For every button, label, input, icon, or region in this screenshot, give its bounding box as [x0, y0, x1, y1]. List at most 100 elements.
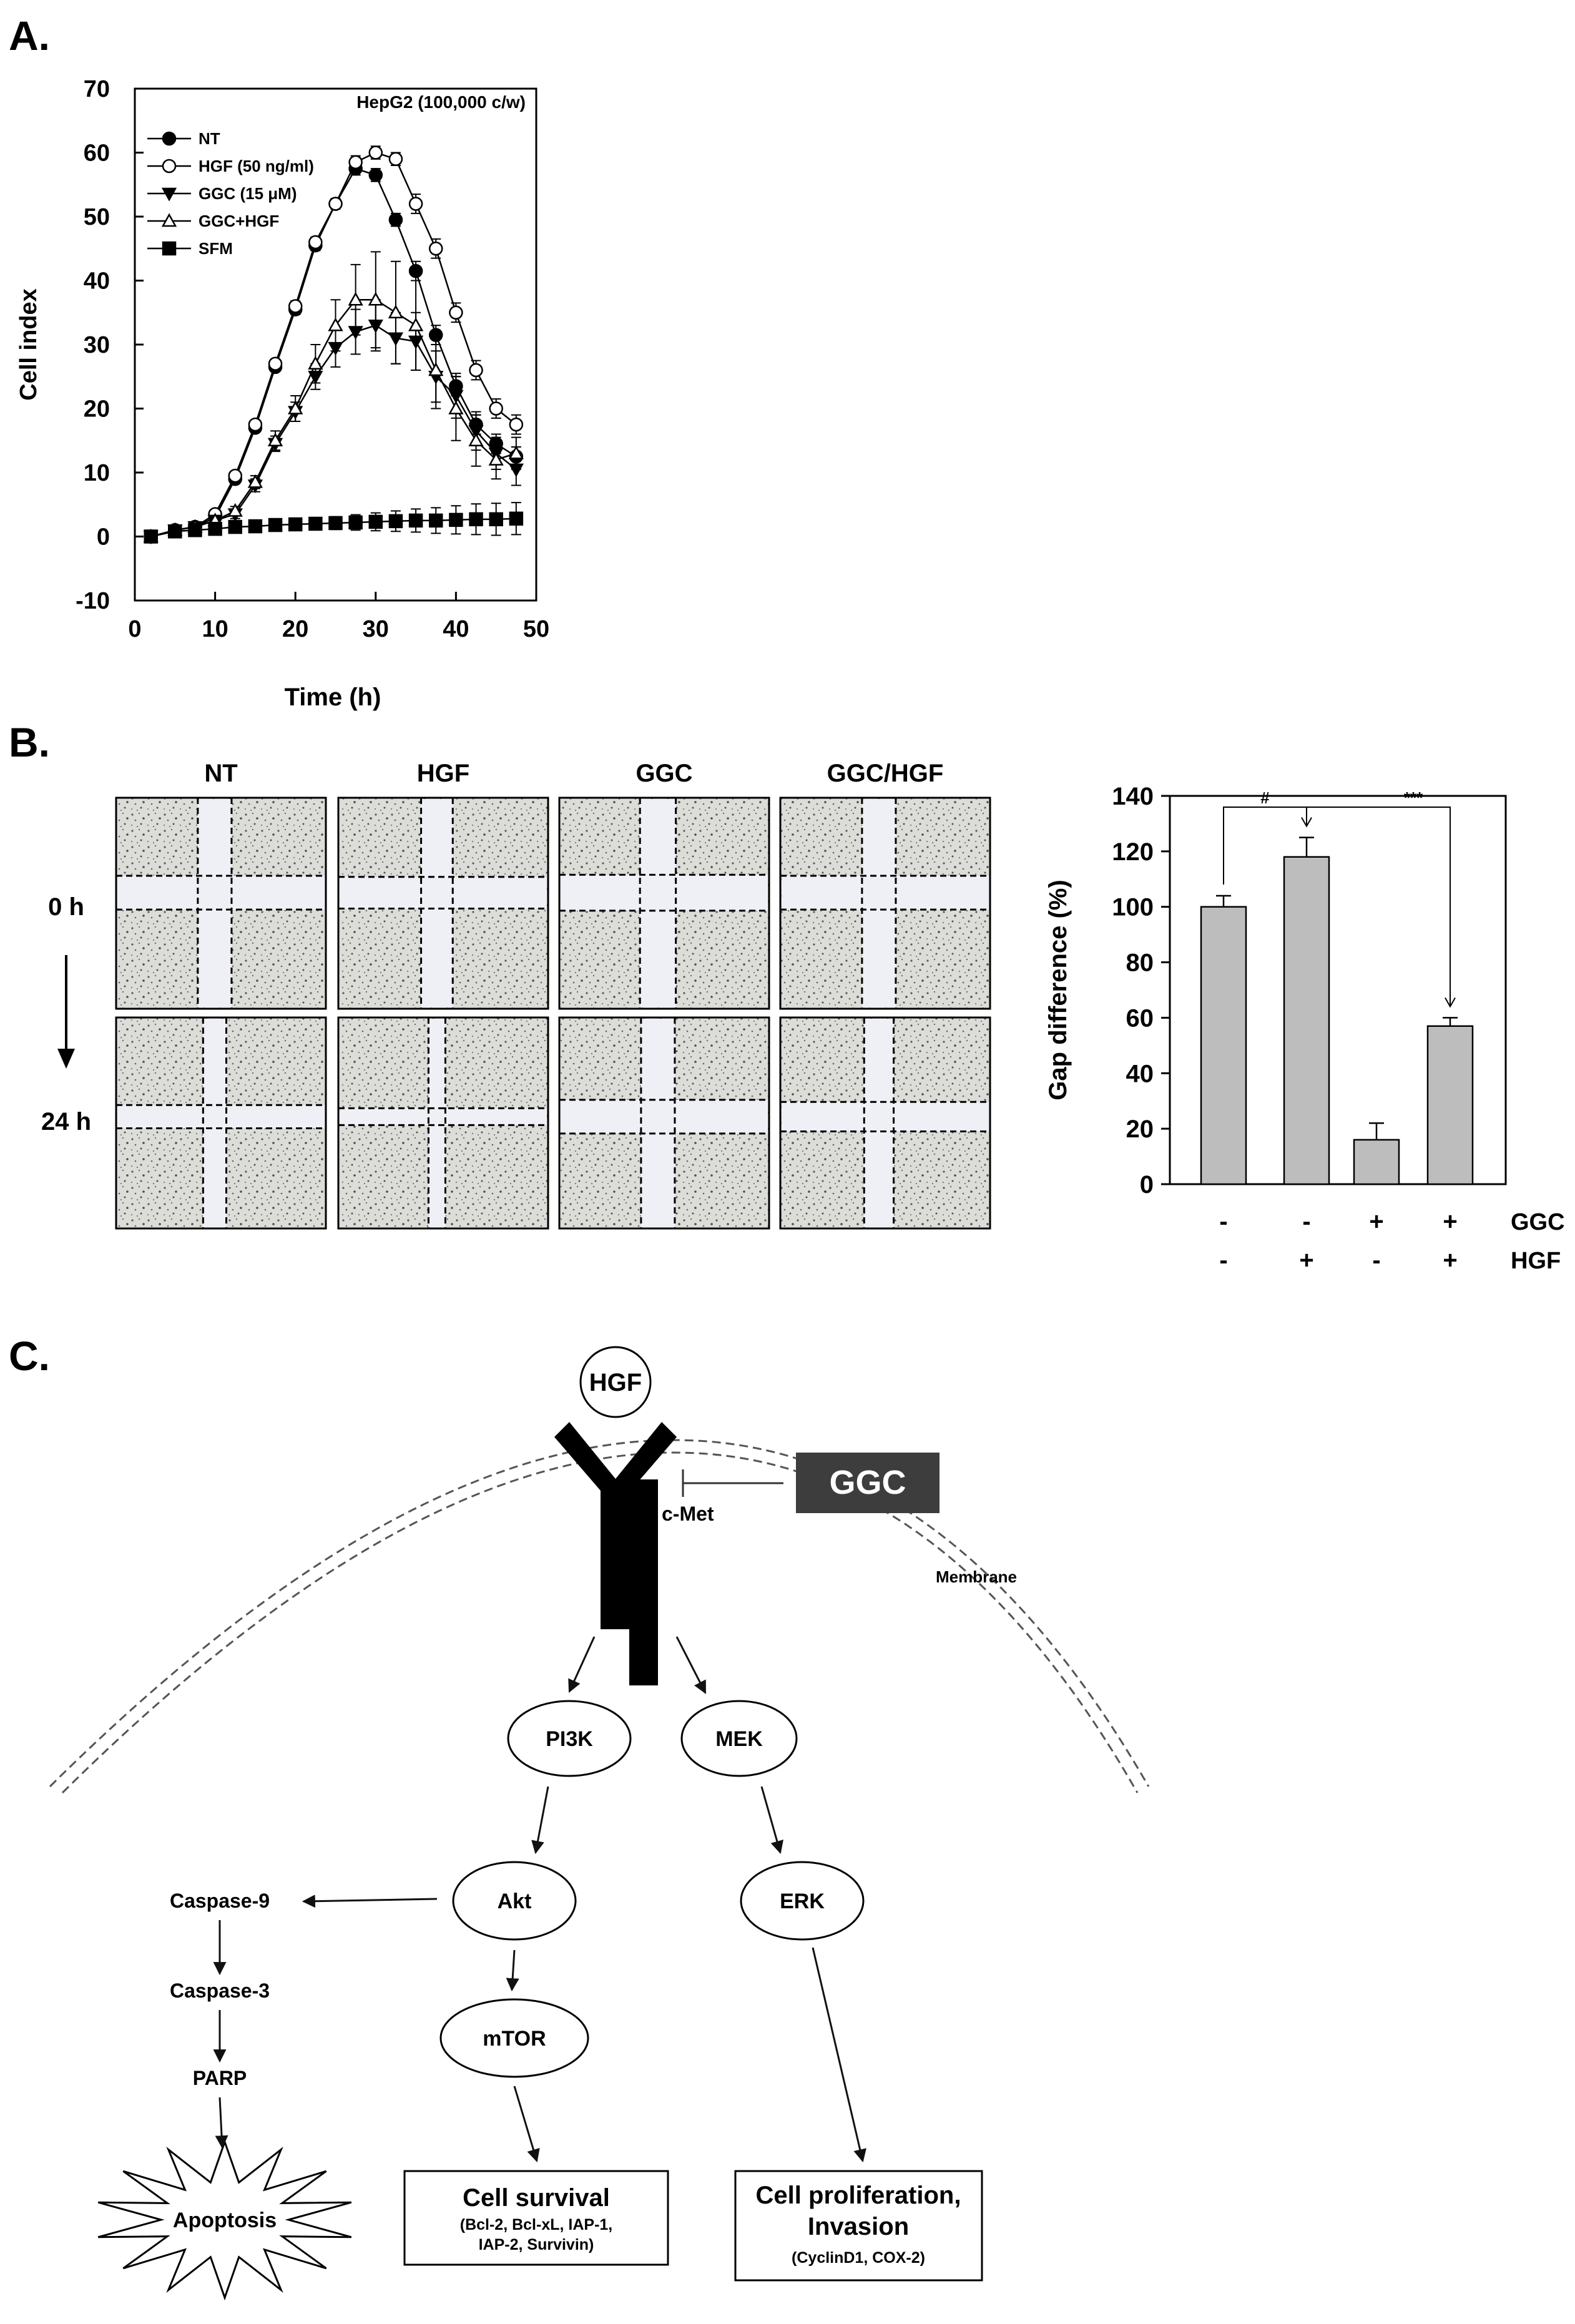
- arrow-cmet-mek: [675, 1636, 707, 1694]
- svg-text:IAP-2, Survivin): IAP-2, Survivin): [479, 2236, 594, 2253]
- y-tick-label: 40: [1126, 1060, 1154, 1087]
- legend-label: SFM: [199, 239, 233, 258]
- scratch-gap-horizontal: [782, 1102, 989, 1132]
- x-tick-label: 40: [443, 616, 469, 642]
- data-point-2: [308, 371, 323, 385]
- data-point-2: [468, 425, 484, 439]
- y-tick-label: 50: [84, 204, 110, 230]
- data-point-1: [509, 417, 524, 432]
- data-point-4: [168, 524, 182, 539]
- data-point-2: [408, 335, 424, 350]
- data-point-3: [328, 317, 343, 331]
- svg-text:(Bcl-2, Bcl-xL, IAP-1,: (Bcl-2, Bcl-xL, IAP-1,: [460, 2216, 613, 2233]
- y-tick-label: 80: [1126, 949, 1154, 977]
- data-point-4: [509, 511, 524, 526]
- chart-title: HepG2 (100,000 c/w): [356, 92, 526, 112]
- bars: [1200, 836, 1474, 1185]
- data-point-1: [469, 363, 483, 378]
- data-point-3: [348, 292, 363, 306]
- x-tick-label: 30: [363, 616, 389, 642]
- node-pi3k: PI3K: [507, 1700, 632, 1777]
- data-point-3: [267, 433, 283, 446]
- arrow-pi3k-akt: [531, 1786, 549, 1855]
- legend-marker: [161, 187, 177, 202]
- series-markers: [143, 145, 524, 545]
- membrane-outer: [49, 1439, 1150, 1788]
- data-point-4: [308, 516, 323, 531]
- data-point-4: [328, 516, 343, 531]
- plot-frame: [1169, 795, 1507, 1185]
- y-axis-label: Gap difference (%): [1044, 880, 1072, 1100]
- svg-text:mTOR: mTOR: [483, 2027, 546, 2051]
- bar-GGC: [1353, 1139, 1400, 1185]
- legend-marker: [161, 213, 177, 227]
- condition-sign: -: [1372, 1247, 1380, 1274]
- data-point-0: [388, 212, 403, 227]
- legend-label: GGC (15 μM): [199, 184, 297, 203]
- data-point-1: [308, 235, 323, 250]
- data-point-1: [449, 305, 463, 320]
- data-point-0: [408, 263, 423, 278]
- data-point-3: [227, 503, 243, 517]
- y-tick-label: -10: [76, 588, 110, 614]
- bracket-arrow: [1445, 997, 1456, 1008]
- data-point-2: [348, 326, 363, 340]
- data-point-1: [348, 155, 363, 170]
- condition-row-label: HGF: [1511, 1248, 1561, 1274]
- ggc-inhibitor: GGC: [682, 1453, 940, 1513]
- data-point-2: [508, 463, 524, 478]
- data-point-4: [469, 512, 483, 527]
- bar-NT: [1200, 906, 1247, 1185]
- column-label: NT: [204, 760, 237, 787]
- scratch-gap-horizontal: [561, 1099, 768, 1134]
- node-erk: ERK: [740, 1861, 865, 1941]
- y-tick-label: 30: [84, 332, 110, 358]
- row-label-24h: 24 h: [41, 1108, 91, 1135]
- scratch-gap-horizontal: [782, 876, 989, 910]
- micrograph-2-0: [558, 797, 770, 1010]
- micrograph-3-1: [779, 1016, 991, 1230]
- data-point-1: [248, 417, 263, 432]
- legend-marker: [162, 159, 177, 174]
- data-point-3: [388, 305, 404, 318]
- legend-label: HGF (50 ng/ml): [199, 157, 314, 175]
- node-mtor: mTOR: [439, 1998, 589, 2078]
- data-point-3: [408, 317, 424, 331]
- scratch-gap-horizontal: [117, 1105, 325, 1129]
- apoptosis-burst: Apoptosis: [97, 2139, 352, 2301]
- svg-text:Cell survival: Cell survival: [463, 2184, 610, 2212]
- y-tick-label: 70: [84, 76, 110, 102]
- y-tick-label: 60: [1126, 1004, 1154, 1032]
- arrow-erk-proliferation: [812, 1947, 866, 2163]
- data-point-4: [348, 515, 363, 530]
- series-line-3: [150, 299, 517, 537]
- data-point-3: [428, 362, 444, 376]
- svg-text:MEK: MEK: [715, 1727, 763, 1751]
- y-tick-label: 20: [84, 396, 110, 423]
- scratch-gap-horizontal: [561, 875, 768, 911]
- condition-sign: -: [1219, 1208, 1227, 1235]
- pathway-arrows: [213, 1636, 866, 2163]
- time-arrow: [57, 955, 75, 1069]
- data-point-4: [248, 519, 263, 534]
- bar-HGF: [1283, 856, 1330, 1185]
- membrane-inner: [61, 1451, 1139, 1794]
- data-point-1: [388, 152, 403, 166]
- micrograph-2-1: [558, 1016, 770, 1230]
- column-label: GGC/HGF: [827, 760, 944, 787]
- arrow-cmet-pi3k: [568, 1636, 596, 1693]
- condition-sign: -: [1302, 1208, 1310, 1235]
- data-point-1: [228, 468, 242, 483]
- data-point-4: [449, 512, 463, 527]
- data-point-3: [448, 400, 464, 414]
- significance-bracket: [1223, 807, 1451, 1007]
- arrow-akt-mtor: [506, 1949, 519, 1992]
- scratch-gap-horizontal: [340, 876, 547, 909]
- significance-label: #: [1260, 788, 1270, 807]
- data-point-0: [429, 328, 443, 342]
- data-point-4: [188, 523, 202, 537]
- micrograph-1-1: [337, 1016, 549, 1230]
